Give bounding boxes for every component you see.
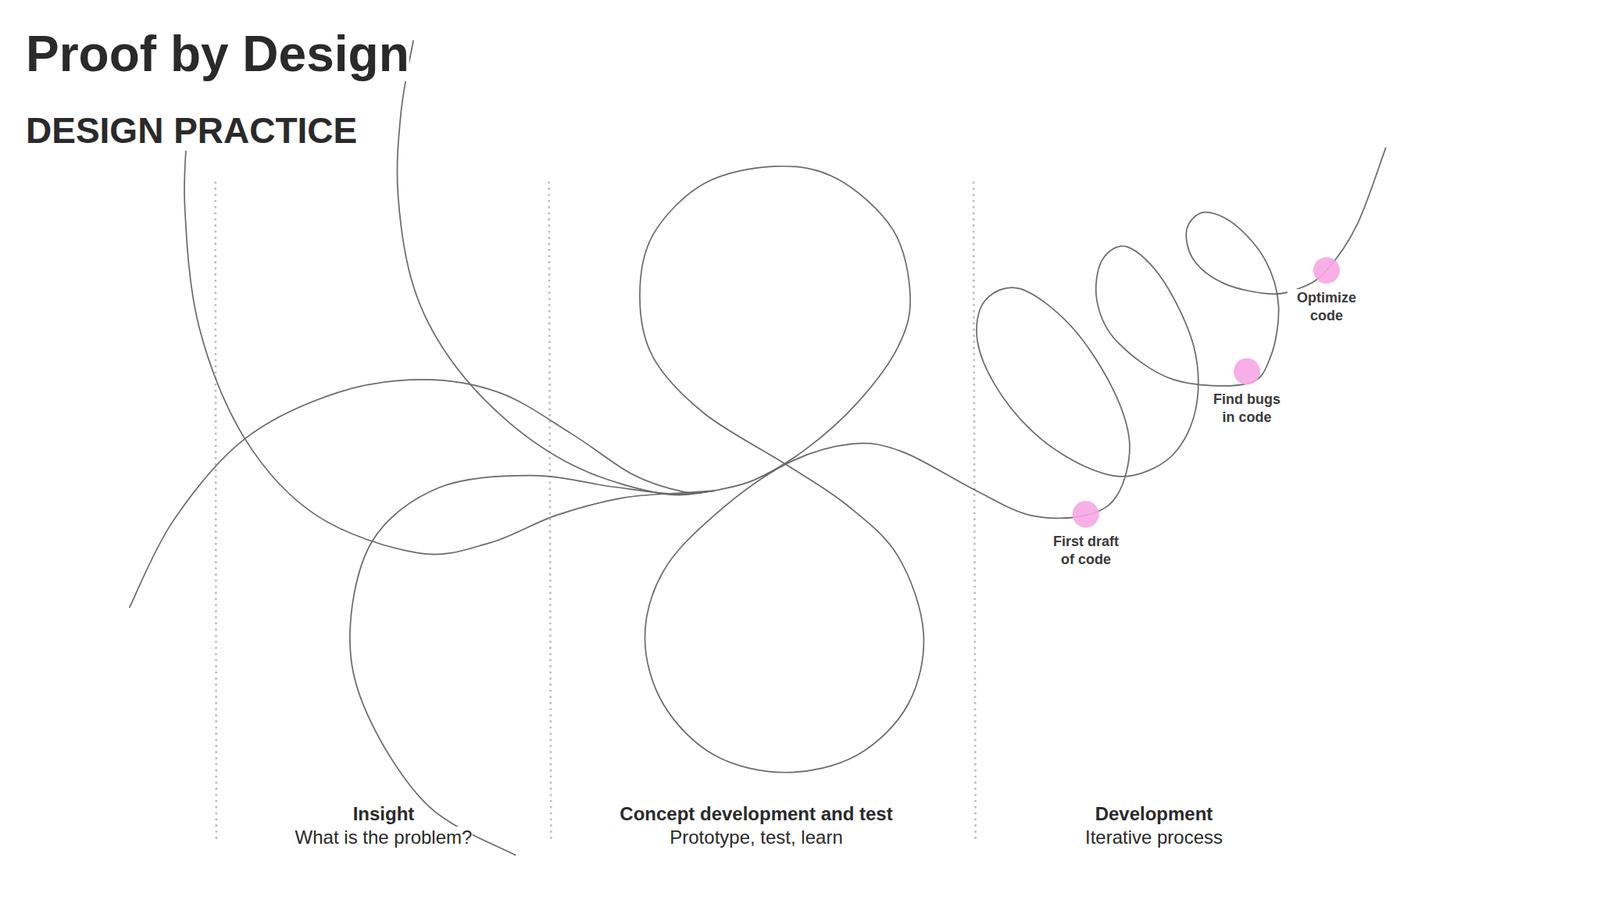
milestone-label: First draft of code (1046, 532, 1125, 570)
page-title: Proof by Design (25, 26, 410, 82)
process-curve (129, 379, 715, 608)
phase-divider (549, 181, 552, 842)
milestone-label: Optimize code (1287, 289, 1366, 326)
section-heading: DESIGN PRACTICE (25, 110, 358, 151)
process-curve (350, 475, 715, 856)
milestone-dot (1072, 500, 1100, 528)
milestone-dot (1233, 357, 1261, 385)
milestone-label: Find bugs in code (1207, 390, 1286, 428)
phase-subtitle: Iterative process (1085, 826, 1223, 849)
phase-title: Development (1095, 803, 1214, 825)
phase-divider (215, 181, 217, 842)
milestone-dot (1313, 257, 1340, 284)
phase-title: Concept development and test (619, 803, 893, 825)
phase-subtitle: Prototype, test, learn (669, 826, 843, 849)
phase-subtitle: What is the problem? (295, 826, 473, 849)
process-curve (396, 40, 715, 495)
process-curve (184, 112, 715, 555)
phase-divider (973, 181, 976, 842)
process-curve (639, 147, 1386, 772)
phase-title: Insight (353, 803, 415, 825)
